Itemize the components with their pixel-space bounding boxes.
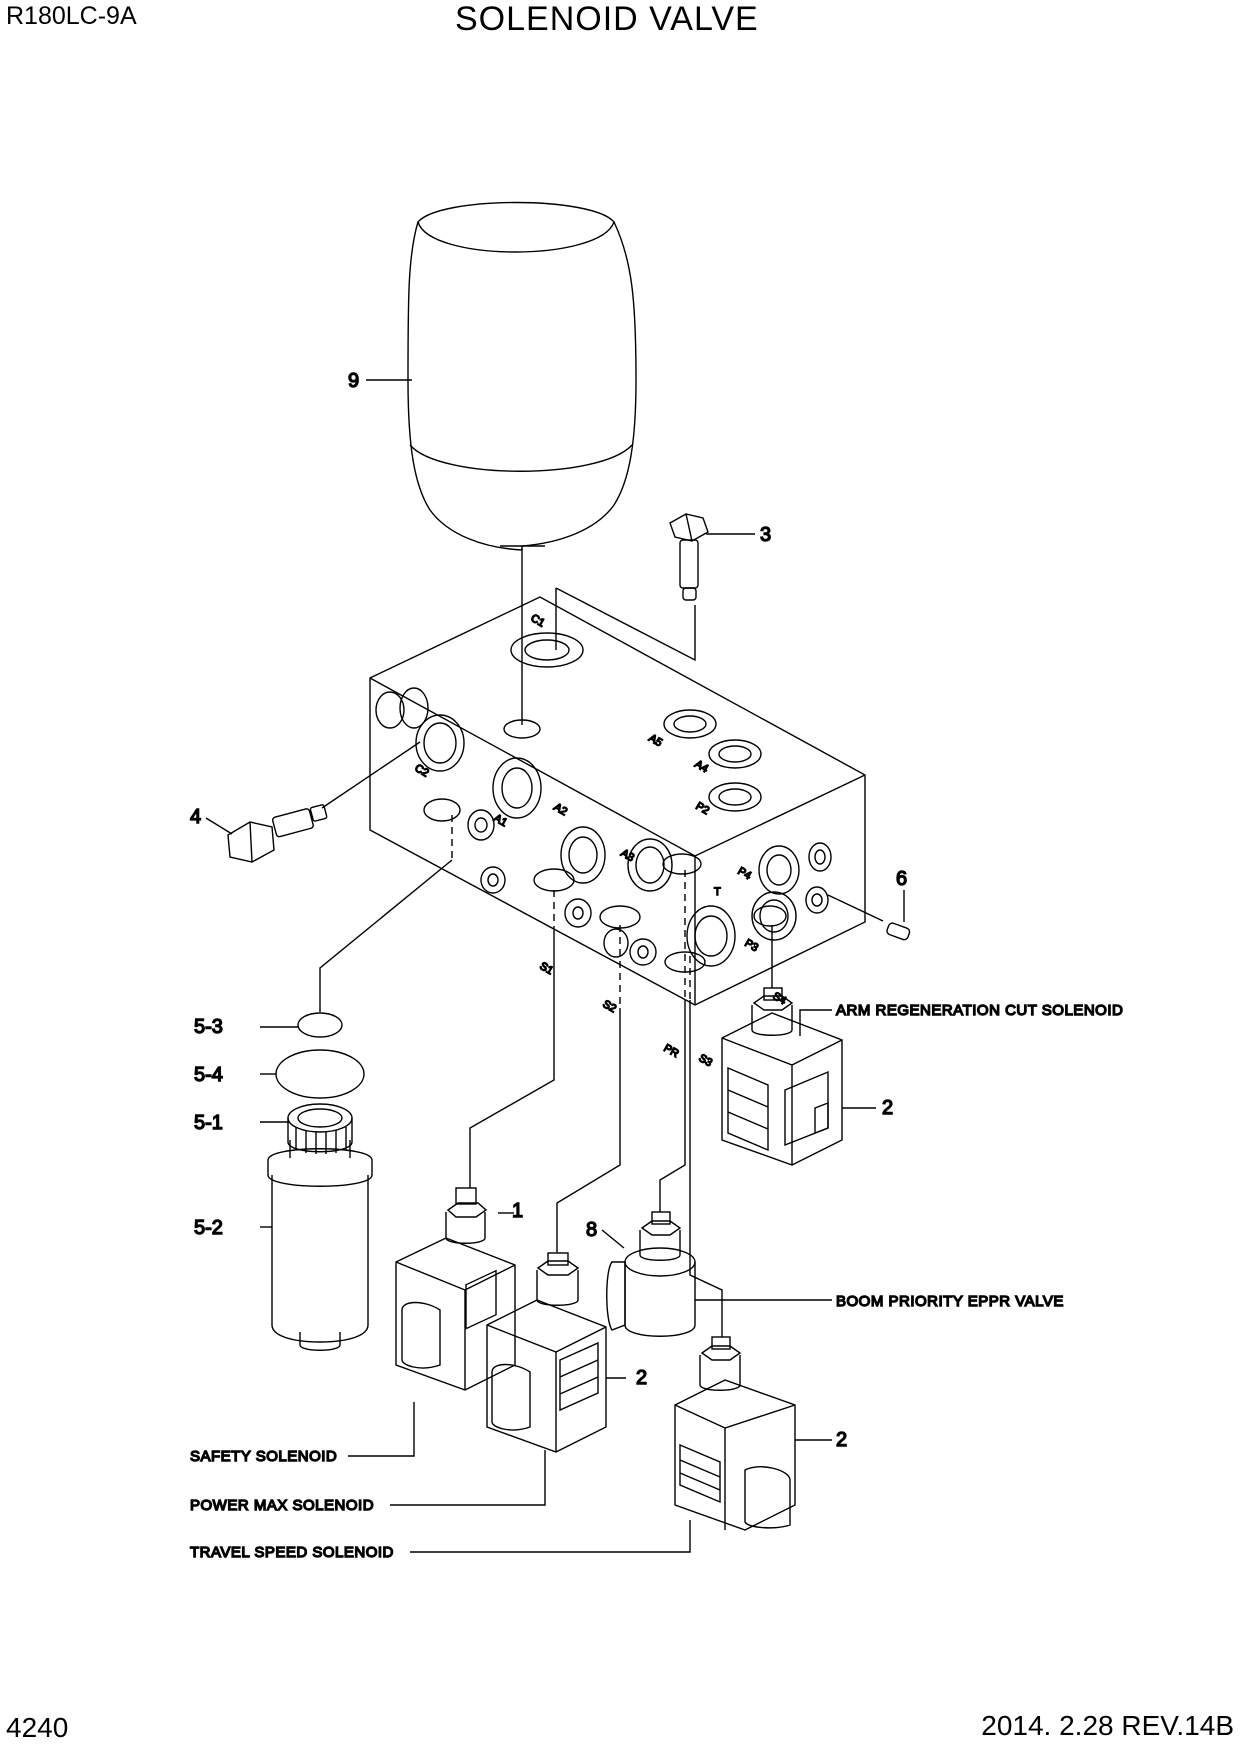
port-label-p2: P2 <box>694 800 712 817</box>
solenoid-part-2-travel-speed <box>674 1336 796 1531</box>
page-number: 4240 <box>6 1712 69 1743</box>
solenoid-part-2-arm-regen <box>721 987 843 1166</box>
solenoid-part-2-power-max <box>486 1252 607 1453</box>
port-label-s2: S2 <box>601 998 619 1015</box>
port-labels: C1 C2 A1 A2 A3 A4 A5 P2 P3 P4 T S1 S2 S3… <box>412 612 789 1071</box>
port-label-a2: A2 <box>552 801 570 818</box>
label-travel-speed-solenoid: TRAVEL SPEED SOLENOID <box>190 1544 394 1561</box>
label-boom-priority-eppr-valve: BOOM PRIORITY EPPR VALVE <box>836 1293 1064 1310</box>
page-title: SOLENOID VALVE <box>455 0 759 38</box>
port-label-p3: P3 <box>743 937 761 954</box>
port-label-a4: A4 <box>693 758 711 775</box>
component-descriptions: ARM REGENERATION CUT SOLENOID BOOM PRIOR… <box>189 1001 1123 1561</box>
leader-lines <box>205 379 905 1553</box>
label-safety-solenoid: SAFETY SOLENOID <box>190 1448 337 1465</box>
port-label-t: T <box>714 886 721 898</box>
callout-2-power-max: 2 <box>636 1367 647 1389</box>
o-rings <box>275 1012 365 1099</box>
connection-lines <box>319 815 773 1337</box>
port-label-a5: A5 <box>647 732 665 749</box>
callout-5-1: 5-1 <box>194 1112 223 1134</box>
callout-6: 6 <box>896 868 907 890</box>
port-label-a3: A3 <box>619 847 637 864</box>
callout-4: 4 <box>190 806 201 828</box>
callout-5-2: 5-2 <box>194 1217 223 1239</box>
port-label-pr: PR <box>662 1042 681 1060</box>
port-label-c1: C1 <box>529 612 547 629</box>
callout-5-4: 5-4 <box>194 1064 223 1086</box>
plug-part-3 <box>555 513 709 662</box>
port-label-c2: C2 <box>413 762 431 779</box>
callout-2-arm-regen: 2 <box>882 1097 893 1119</box>
port-label-p4: P4 <box>736 865 754 882</box>
cartridge-filter <box>267 1103 373 1351</box>
accumulator <box>407 201 637 725</box>
plug-part-6 <box>827 894 911 941</box>
model-number: R180LC-9A <box>6 2 137 30</box>
callout-9: 9 <box>348 370 359 392</box>
label-arm-regeneration-cut-solenoid: ARM REGENERATION CUT SOLENOID <box>836 1002 1123 1019</box>
boom-priority-eppr-valve-part-8 <box>606 1211 696 1337</box>
port-label-s3: S3 <box>697 1052 715 1069</box>
callout-8: 8 <box>586 1219 597 1241</box>
plug-part-4 <box>227 741 421 863</box>
valve-manifold-block <box>369 596 866 1006</box>
callout-3: 3 <box>760 524 771 546</box>
callout-numbers: 9 3 4 6 5-3 5-4 5-1 5-2 1 8 2 2 2 <box>189 369 908 1451</box>
label-power-max-solenoid: POWER MAX SOLENOID <box>190 1497 374 1514</box>
solenoid-part-1 <box>395 1187 516 1391</box>
revision-date: 2014. 2.28 REV.14B <box>981 1710 1234 1741</box>
callout-2-travel-speed: 2 <box>836 1429 847 1451</box>
callout-5-3: 5-3 <box>194 1016 223 1038</box>
callout-1: 1 <box>512 1200 523 1222</box>
port-label-s1: S1 <box>538 960 556 977</box>
